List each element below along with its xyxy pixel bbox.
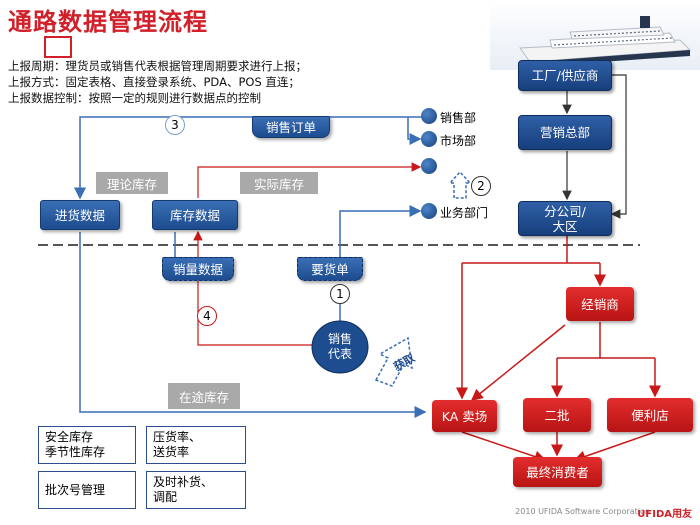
second-tier-node: 二批 [523,398,591,432]
copyright-footer: 2010 UFIDA Software Corporation [515,507,650,516]
business-dept-label: 业务部门 [440,206,489,220]
step-4-marker: 4 [197,306,217,326]
demand-order-doc: 要货单 [297,257,363,281]
market-dept-dot [421,131,437,147]
collect-arrow-icon [374,336,413,387]
factory-node: 工厂/供应商 [518,60,612,91]
ka-store-node: KA 卖场 [432,400,497,432]
step-2-marker: 2 [471,176,491,196]
actual-stock-label: 实际库存 [240,172,318,194]
desc-line-control: 上报数据控制：按照一定的规则进行数据点的控制 [8,91,261,105]
desc-line-period: 上报周期：理货员或销售代表根据管理周期要求进行上报； [8,59,307,73]
highlight-box [44,36,72,58]
sales-order-doc: 销售订单 [252,116,330,138]
consumer-node: 最终消费者 [513,457,602,487]
distributor-node: 经销商 [566,287,634,321]
sales-dept-dot [421,108,437,124]
legend-replenish: 及时补货、 调配 [146,471,246,509]
sales-data-doc: 销量数据 [162,257,234,281]
market-dept-label: 市场部 [440,134,477,148]
desc-line-method: 上报方式：固定表格、直接登录系统、PDA、POS 直连； [8,75,300,89]
step-1-marker: 1 [330,284,350,304]
page-title: 通路数据管理流程 [8,8,208,36]
purchase-data-node: 进货数据 [40,200,120,230]
legend-pressure-rate: 压货率、 送货率 [146,426,246,464]
marketing-hq-node: 营销总部 [518,115,612,150]
ufida-logo: UFIDA用友 [637,509,692,520]
up-arrow-icon [449,170,471,199]
convenience-store-node: 便利店 [607,398,693,432]
inventory-data-node: 库存数据 [152,200,238,230]
theory-stock-label: 理论库存 [96,172,168,194]
legend-safety-stock: 安全库存 季节性库存 [38,426,136,464]
sales-rep-label: 销售 代表 [327,332,352,361]
business-dept-dot [421,203,437,219]
sales-rep-node [311,320,369,374]
branch-node: 分公司/ 大区 [518,201,612,236]
transit-stock-label: 在途库存 [168,383,240,409]
sales-dept-label: 销售部 [440,111,477,125]
legend-batch-number: 批次号管理 [38,471,136,509]
unnamed-dept-dot [421,158,437,174]
step-3-marker: 3 [165,115,185,135]
